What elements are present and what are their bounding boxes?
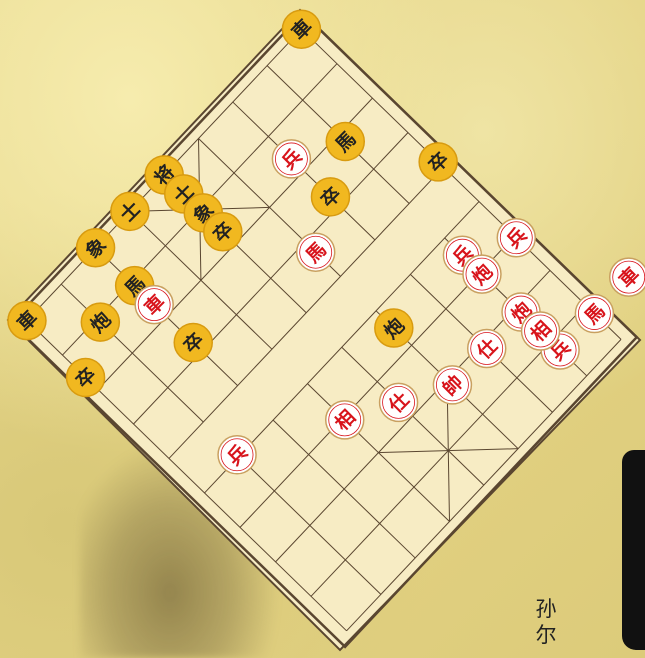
red-piece: 相 [326,401,364,439]
red-piece: 仕 [380,383,418,421]
caption-char-1: 孙 [522,596,570,622]
red-piece: 帥 [433,366,471,404]
red-piece: 炮 [463,255,501,293]
red-piece: 兵 [497,219,535,257]
black-piece: 卒 [67,358,105,396]
black-piece: 卒 [311,178,349,216]
red-piece: 兵 [272,140,310,178]
red-piece: 車 [610,258,645,296]
black-piece: 炮 [375,309,413,347]
caption-text: 孙 尔 [522,596,570,648]
red-piece: 馬 [575,295,613,333]
black-piece: 馬 [326,122,364,160]
red-piece: 兵 [218,436,256,474]
red-piece: 馬 [297,233,335,271]
black-piece: 炮 [81,303,119,341]
black-piece: 車 [282,10,320,48]
caption-char-2: 尔 [522,622,570,648]
black-piece: 卒 [419,143,457,181]
red-piece: 車 [135,286,173,324]
black-piece: 卒 [174,324,212,362]
red-piece: 相 [522,312,560,350]
red-piece: 仕 [468,329,506,367]
black-piece: 象 [77,229,115,267]
black-piece: 士 [111,192,149,230]
black-piece: 車 [8,302,46,340]
black-piece: 卒 [204,213,242,251]
